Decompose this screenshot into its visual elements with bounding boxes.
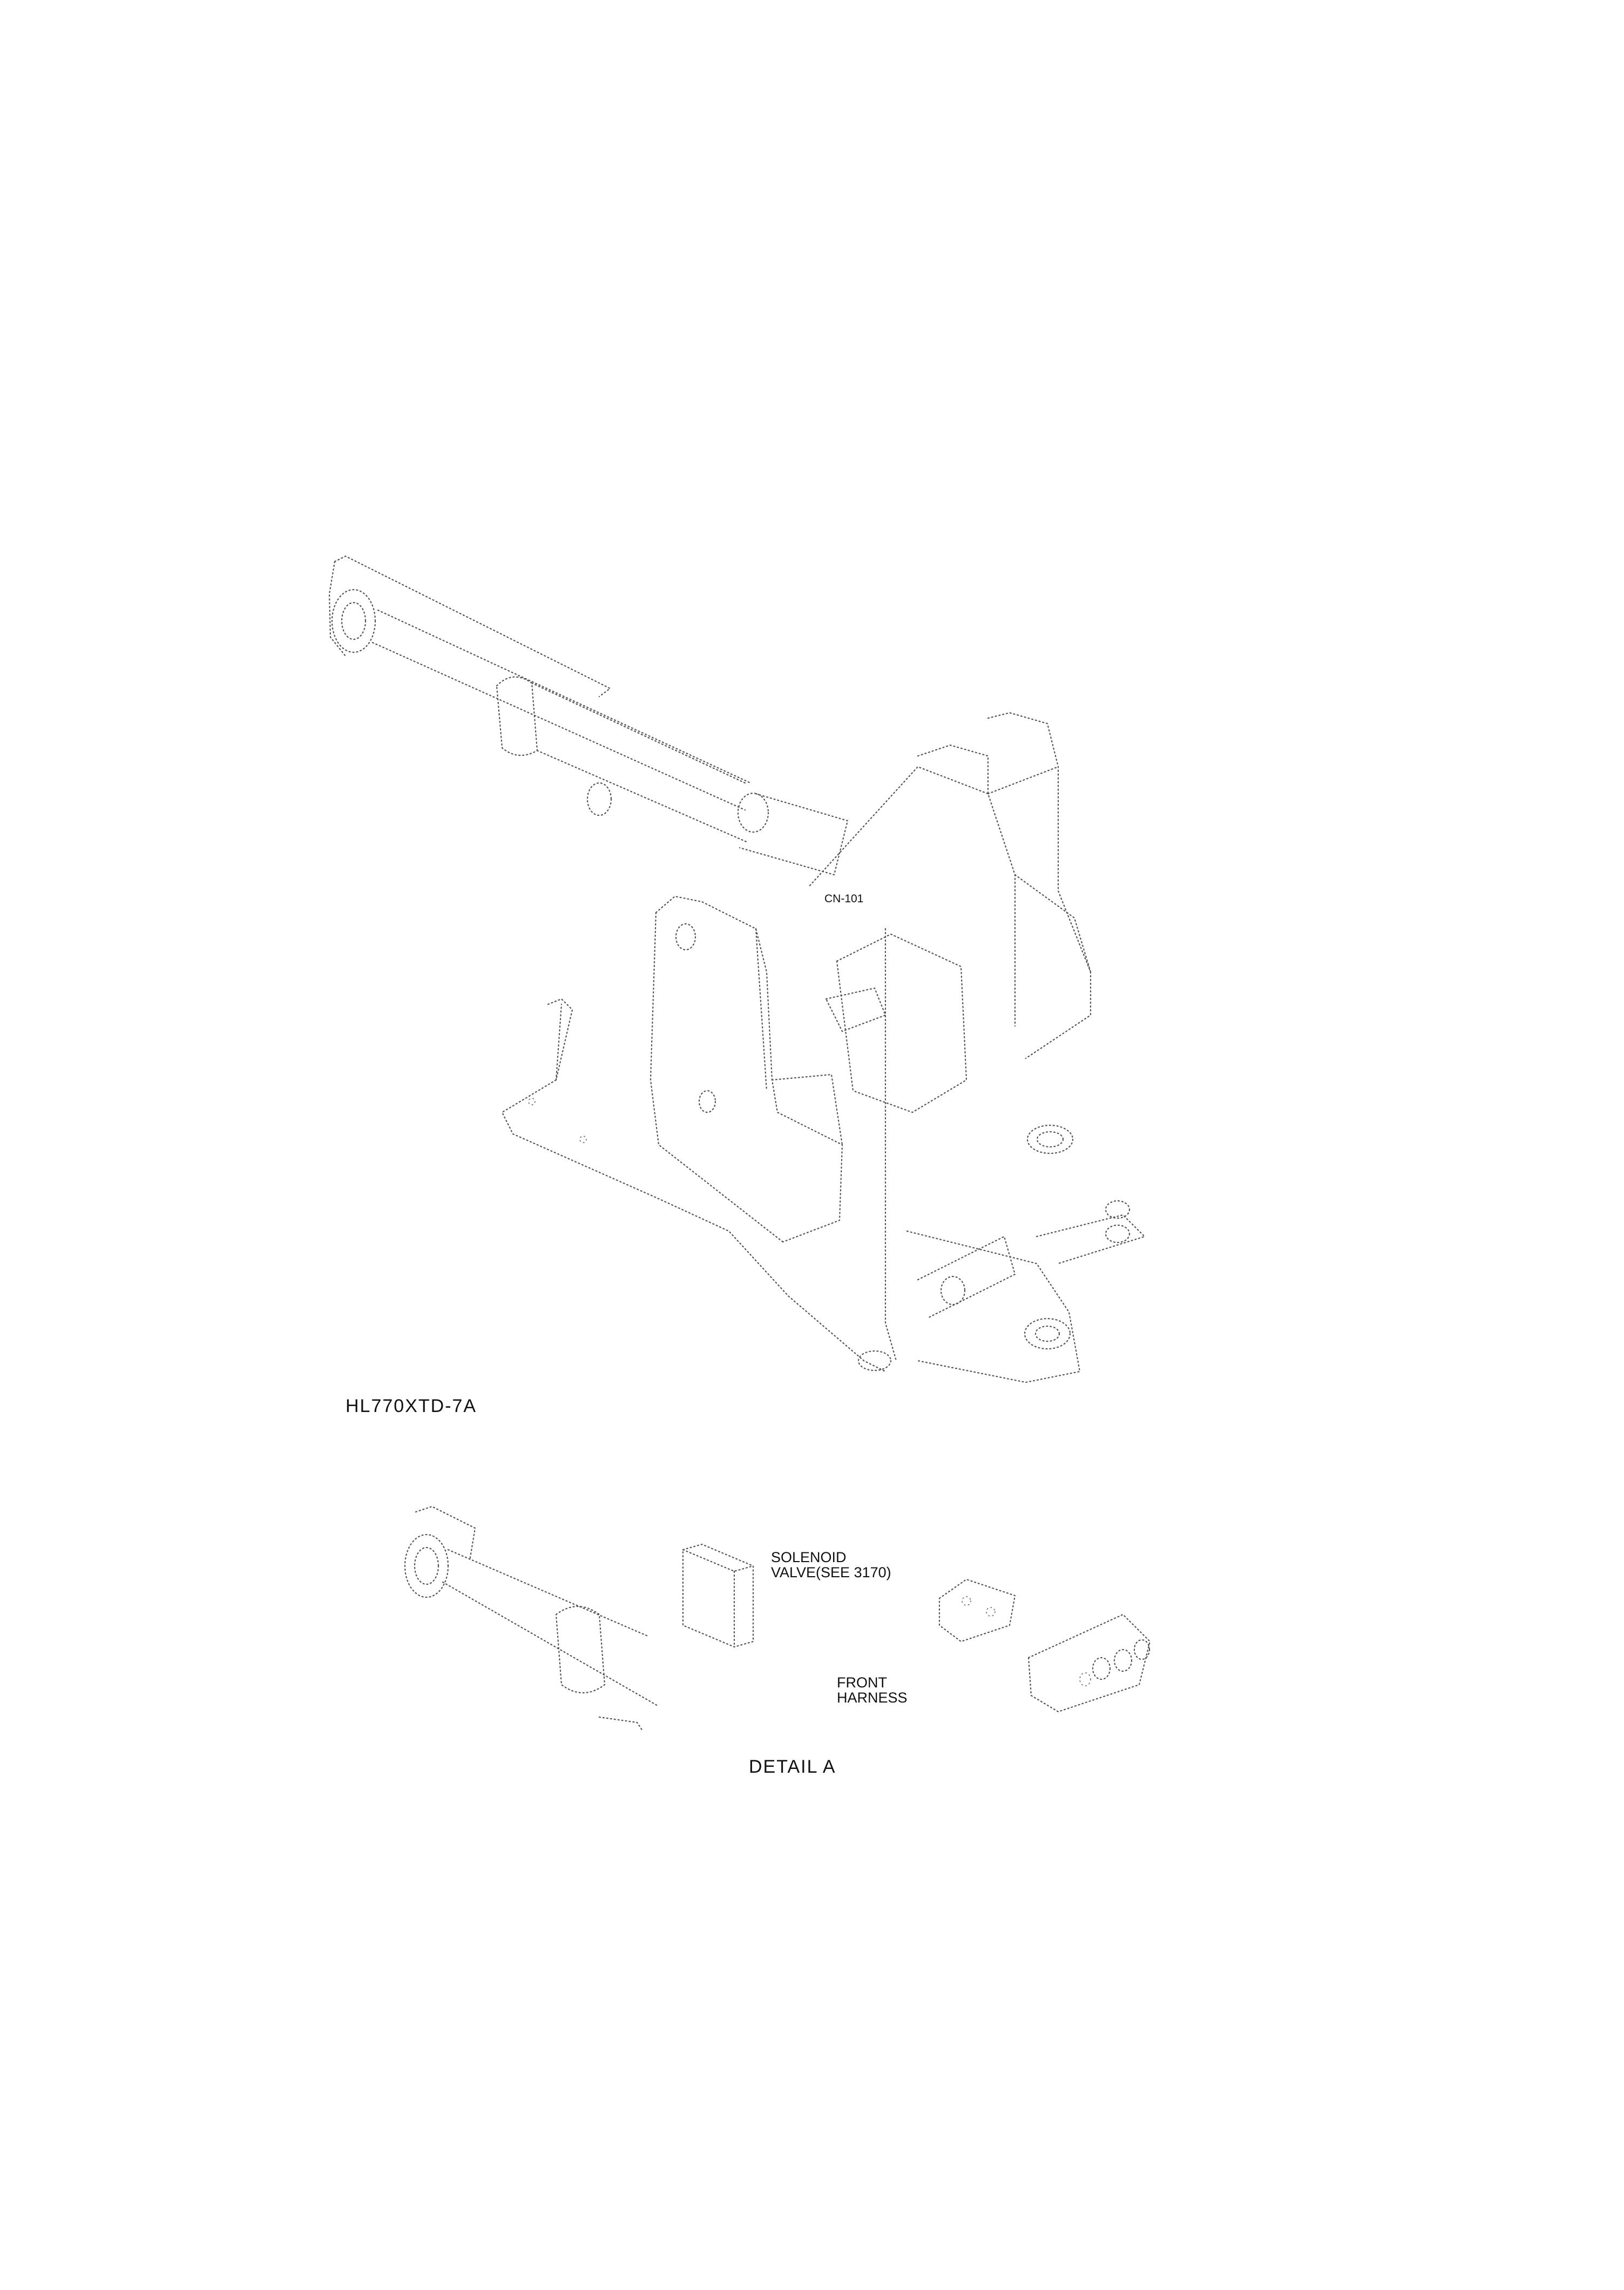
model-name: HL770XTD-7A: [346, 1396, 477, 1416]
solenoid-valve: [682, 1543, 754, 1648]
solenoid-label-line1: SOLENOID: [771, 1549, 847, 1565]
front-frame: [501, 712, 1146, 1383]
harness-label-line1: FRONT: [837, 1674, 887, 1691]
detail-caption: DETAIL A: [749, 1757, 836, 1777]
connector-label-cn-101: CN-101: [824, 893, 864, 905]
boom-cylinder: [328, 555, 849, 876]
solenoid-valve-label: SOLENOID VALVE(SEE 3170): [771, 1550, 891, 1580]
harness-label-line2: HARNESS: [837, 1690, 908, 1706]
front-harness: [938, 1578, 1151, 1713]
solenoid-label-line2: VALVE(SEE 3170): [771, 1564, 891, 1581]
detail-a-cylinder: [404, 1505, 660, 1732]
front-harness-label: FRONT HARNESS: [837, 1675, 908, 1706]
